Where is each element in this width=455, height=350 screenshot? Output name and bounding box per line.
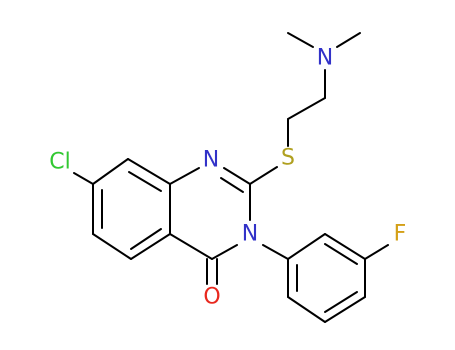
bond-c4-c4a xyxy=(169,233,213,260)
bond-c5p-c6p xyxy=(287,296,326,323)
bond-n1-c8a xyxy=(169,167,200,185)
atom-n-dimethylamino: N xyxy=(317,46,333,71)
bond-c2-n1 xyxy=(223,167,251,185)
atom-fluorine: F xyxy=(394,222,407,247)
bond-n3-c1p xyxy=(262,244,289,260)
bond-c8a-c8-inner xyxy=(128,171,162,192)
bond-c2p-c3p xyxy=(324,233,366,260)
bond-methyl-left-n xyxy=(287,32,314,48)
bond-c2-n1-double xyxy=(220,177,244,193)
atom-labels: N S Cl N N F O xyxy=(49,46,406,310)
bond-c4p-c5p-inner xyxy=(324,291,358,313)
bond-c5-c4a xyxy=(130,233,171,260)
bond-c8-c7 xyxy=(92,158,129,185)
bond-c7-cl xyxy=(73,172,94,185)
bond-ch2-ch2 xyxy=(287,97,326,120)
bond-c1p-c2p xyxy=(287,233,326,260)
bond-c3p-f xyxy=(364,244,389,260)
bond-c8a-c8 xyxy=(127,158,171,185)
bond-c4p-c5p xyxy=(324,296,366,323)
bond-c2p-c3p-inner xyxy=(324,243,358,265)
bond-n-methyl-right xyxy=(336,32,361,48)
atom-oxygen: O xyxy=(203,285,220,310)
bond-c5-c4a-inner xyxy=(130,228,162,250)
bond-n3-c4 xyxy=(211,244,238,260)
atom-chlorine: Cl xyxy=(49,150,70,175)
bond-c6-c5 xyxy=(92,233,132,260)
atom-n-ring-lower: N xyxy=(242,222,258,247)
bond-s-c2 xyxy=(249,166,278,185)
atom-n-ring-upper: N xyxy=(203,148,219,173)
atom-sulfur: S xyxy=(281,146,295,171)
bonds xyxy=(73,32,389,323)
